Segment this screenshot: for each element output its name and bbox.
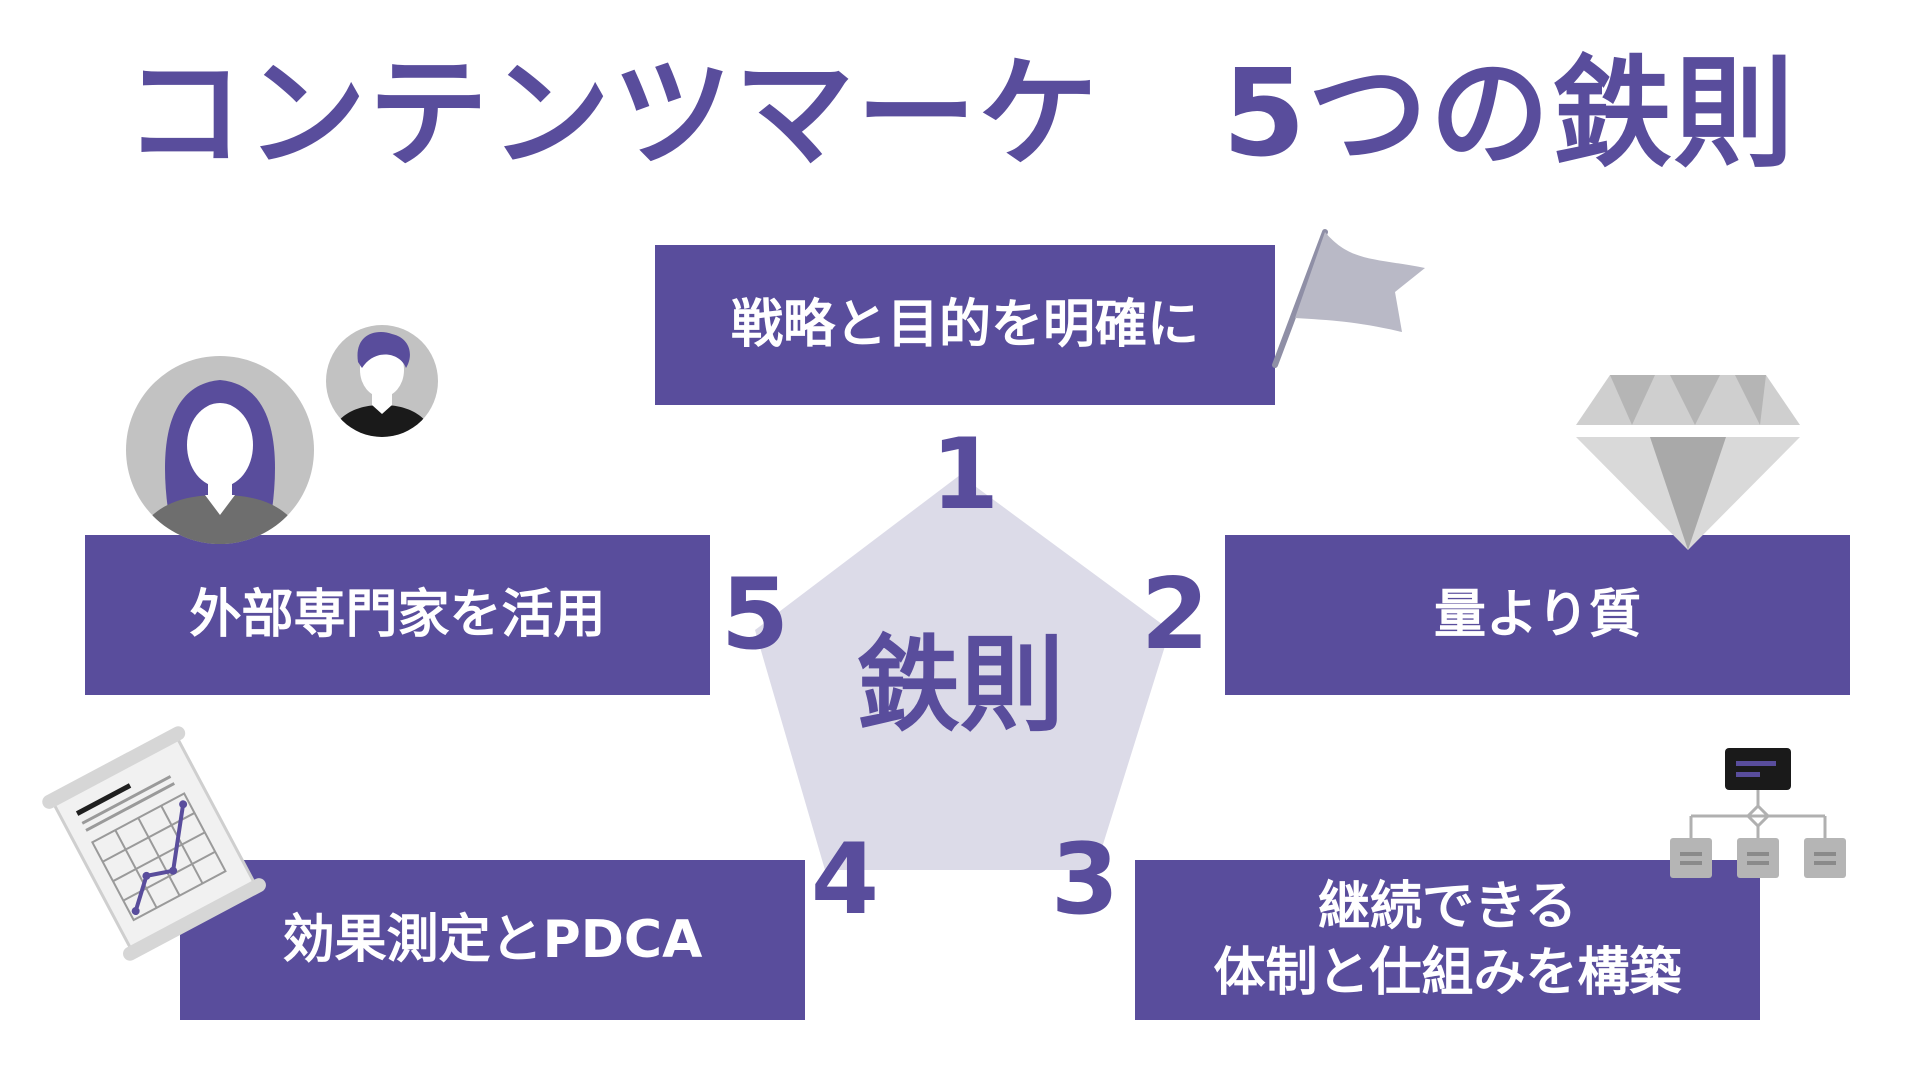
- item-label-5: 外部専門家を活用: [189, 585, 606, 645]
- item-label-3-line-1: 継続できる: [1318, 877, 1577, 937]
- item-box-1: 戦略と目的を明確に: [655, 245, 1275, 405]
- item-number-1: 1: [930, 418, 1000, 532]
- pentagon-shape: [755, 475, 1170, 870]
- page-title: コンテンツマーケ 5つの鉄則: [124, 45, 1796, 184]
- item-label-1: 戦略と目的を明確に: [730, 295, 1199, 355]
- chart-document-icon: [42, 726, 266, 961]
- item-number-2: 2: [1140, 558, 1210, 672]
- people-avatars-icon: [126, 325, 438, 544]
- item-number-4: 4: [810, 823, 880, 937]
- item-label-2: 量より質: [1434, 585, 1641, 645]
- item-number-5: 5: [720, 558, 790, 672]
- item-label-3-line-2: 体制と仕組みを構築: [1213, 943, 1682, 1003]
- item-box-2: 量より質: [1225, 535, 1850, 695]
- item-label-4: 効果測定とPDCA: [282, 910, 703, 970]
- center-label: 鉄則: [855, 624, 1064, 746]
- item-box-3: 継続できる 体制と仕組みを構築: [1135, 860, 1760, 1020]
- flag-icon: [1272, 229, 1425, 368]
- item-box-4: 効果測定とPDCA: [180, 860, 805, 1020]
- item-box-5: 外部専門家を活用: [85, 535, 710, 695]
- item-number-3: 3: [1050, 823, 1120, 937]
- flowchart-icon: [1670, 748, 1846, 878]
- diamond-icon: [1576, 375, 1800, 550]
